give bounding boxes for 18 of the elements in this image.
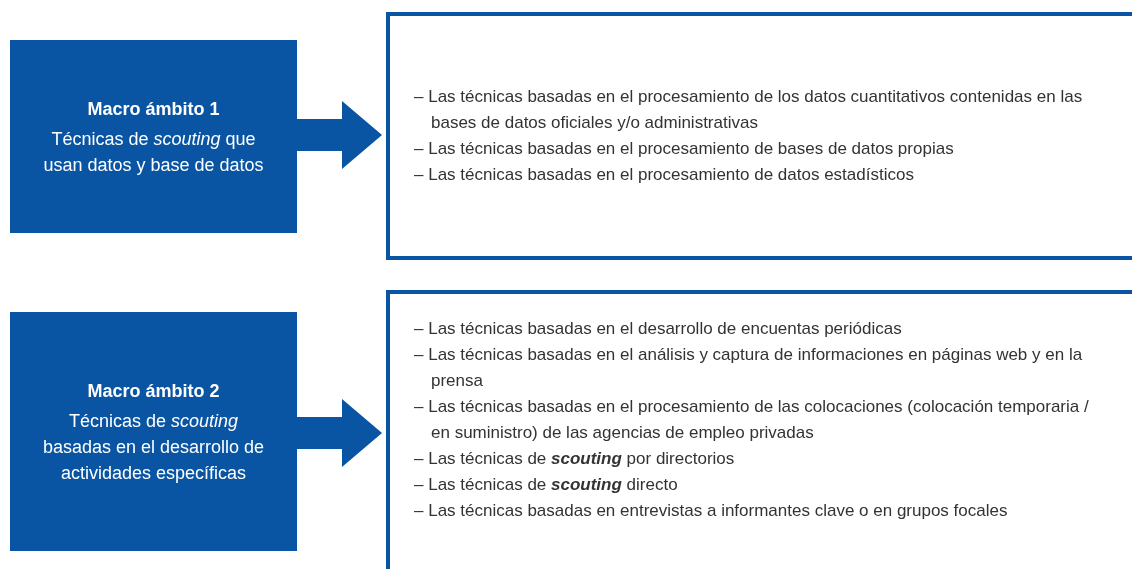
- technique-item: – Las técnicas basadas en el desarrollo de encuentas periódicas: [414, 318, 903, 340]
- technique-list-box: [386, 290, 1132, 569]
- technique-item: – Las técnicas basadas en el análisis y captura de informaciones en páginas web y en la prensa: [414, 344, 1084, 392]
- block-arrow: [297, 399, 382, 467]
- technique-item: – Las técnicas de scouting por directorios: [414, 448, 736, 470]
- category-heading: Macro ámbito 2: [87, 379, 220, 403]
- technique-item: – Las técnicas basadas en el procesamiento de datos estadísticos: [414, 164, 915, 186]
- technique-item: – Las técnicas de scouting directo: [414, 474, 679, 496]
- category-description: Técnicas de scouting basadas en el desarrollo de actividades específicas: [41, 409, 266, 485]
- category-heading: Macro ámbito 1: [87, 97, 220, 121]
- technique-list-box: [386, 12, 1132, 260]
- category-description: Técnicas de scouting que usan datos y base de datos: [42, 127, 265, 177]
- category-box: [10, 312, 297, 551]
- block-arrow: [297, 101, 382, 169]
- technique-item: – Las técnicas basadas en el procesamiento de los datos cuantitativos contenidas en las bases de datos oficiales y/o administrativas: [414, 86, 1084, 134]
- technique-item: – Las técnicas basadas en el procesamiento de bases de datos propias: [414, 138, 955, 160]
- category-box: [10, 40, 297, 233]
- technique-item: – Las técnicas basadas en entrevistas a informantes clave o en grupos focales: [414, 500, 1009, 522]
